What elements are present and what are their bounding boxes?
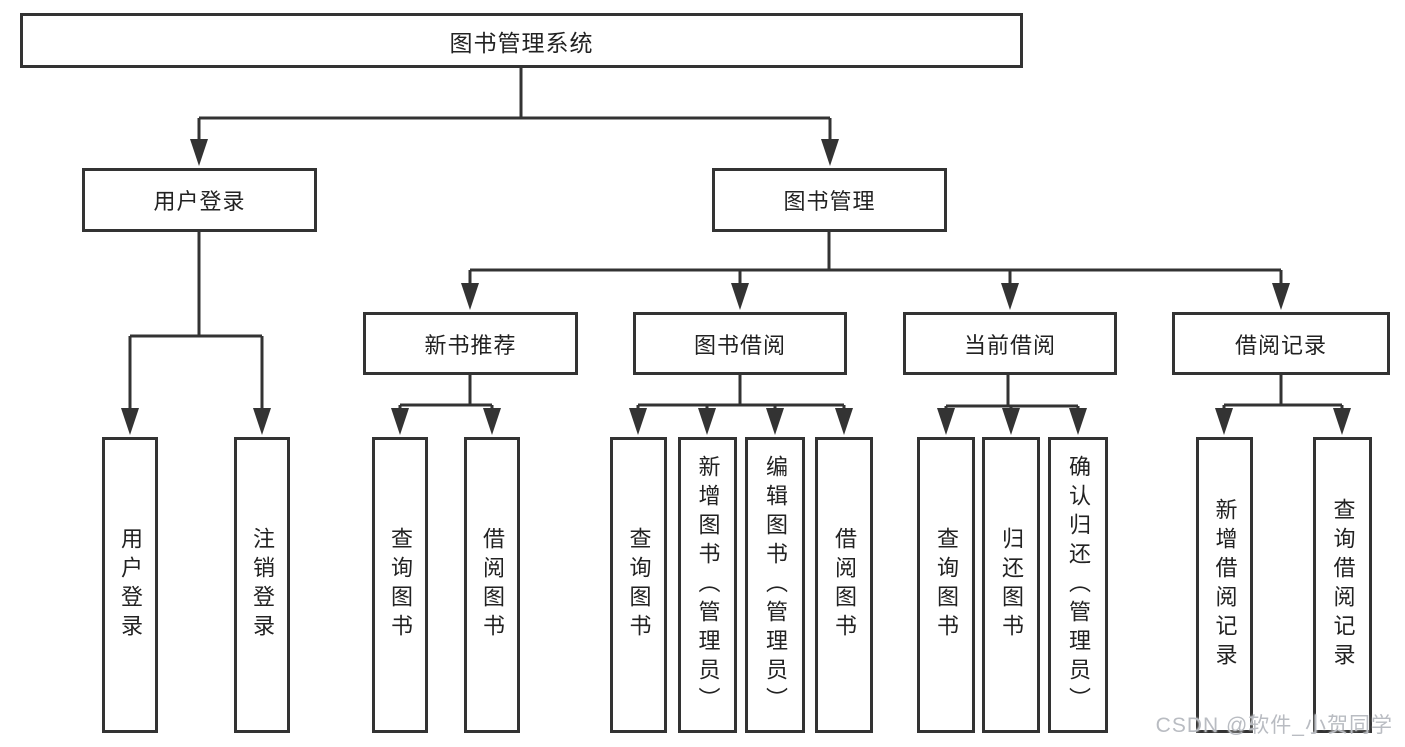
leaf-query-book-current: 查询图书 — [917, 437, 975, 733]
node-user-login: 用户登录 — [82, 168, 317, 232]
node-label: 借阅图书 — [480, 527, 505, 643]
node-label: 注销登录 — [250, 527, 275, 643]
node-label: 新书推荐 — [424, 332, 517, 358]
leaf-add-book-admin: 新增图书（管理员） — [678, 437, 737, 733]
leaf-edit-book-admin: 编辑图书（管理员） — [745, 437, 805, 733]
node-label: 用户登录 — [153, 189, 246, 214]
node-new-book-recommend: 新书推荐 — [363, 312, 578, 375]
leaf-borrow-book-recommend: 借阅图书 — [464, 437, 520, 733]
node-book-management: 图书管理 — [712, 168, 947, 232]
node-label: 查询图书 — [388, 527, 413, 643]
leaf-query-book-recommend: 查询图书 — [372, 437, 428, 733]
node-borrow-record: 借阅记录 — [1172, 312, 1390, 375]
node-label: 当前借阅 — [963, 332, 1056, 358]
node-label: 图书借阅 — [693, 332, 786, 358]
leaf-user-login: 用户登录 — [102, 437, 158, 733]
leaf-return-book: 归还图书 — [982, 437, 1040, 733]
node-label: 查询图书 — [626, 527, 652, 643]
node-label: 确认归还（管理员） — [1066, 454, 1091, 716]
node-label: 借阅记录 — [1234, 332, 1327, 358]
node-label: 查询借阅记录 — [1330, 498, 1356, 672]
node-book-borrow: 图书借阅 — [633, 312, 847, 375]
leaf-confirm-return-admin: 确认归还（管理员） — [1048, 437, 1108, 733]
node-label: 新增图书（管理员） — [695, 454, 721, 716]
leaf-logout: 注销登录 — [234, 437, 290, 733]
node-label: 查询图书 — [934, 527, 959, 643]
node-label: 借阅图书 — [832, 527, 857, 643]
leaf-borrow-book: 借阅图书 — [815, 437, 873, 733]
node-library-management-system: 图书管理系统 — [20, 13, 1023, 68]
node-current-borrow: 当前借阅 — [903, 312, 1117, 375]
node-label: 用户登录 — [118, 527, 143, 643]
leaf-query-book-borrow: 查询图书 — [610, 437, 667, 733]
watermark-text: CSDN @软件_小贺同学 — [1155, 714, 1393, 737]
node-label: 新增借阅记录 — [1212, 498, 1238, 672]
node-label: 编辑图书（管理员） — [763, 454, 788, 716]
node-label: 图书管理系统 — [449, 29, 594, 56]
leaf-add-borrow-record: 新增借阅记录 — [1196, 437, 1253, 733]
node-label: 归还图书 — [999, 527, 1024, 643]
node-label: 图书管理 — [783, 189, 876, 214]
leaf-query-borrow-record: 查询借阅记录 — [1313, 437, 1372, 733]
